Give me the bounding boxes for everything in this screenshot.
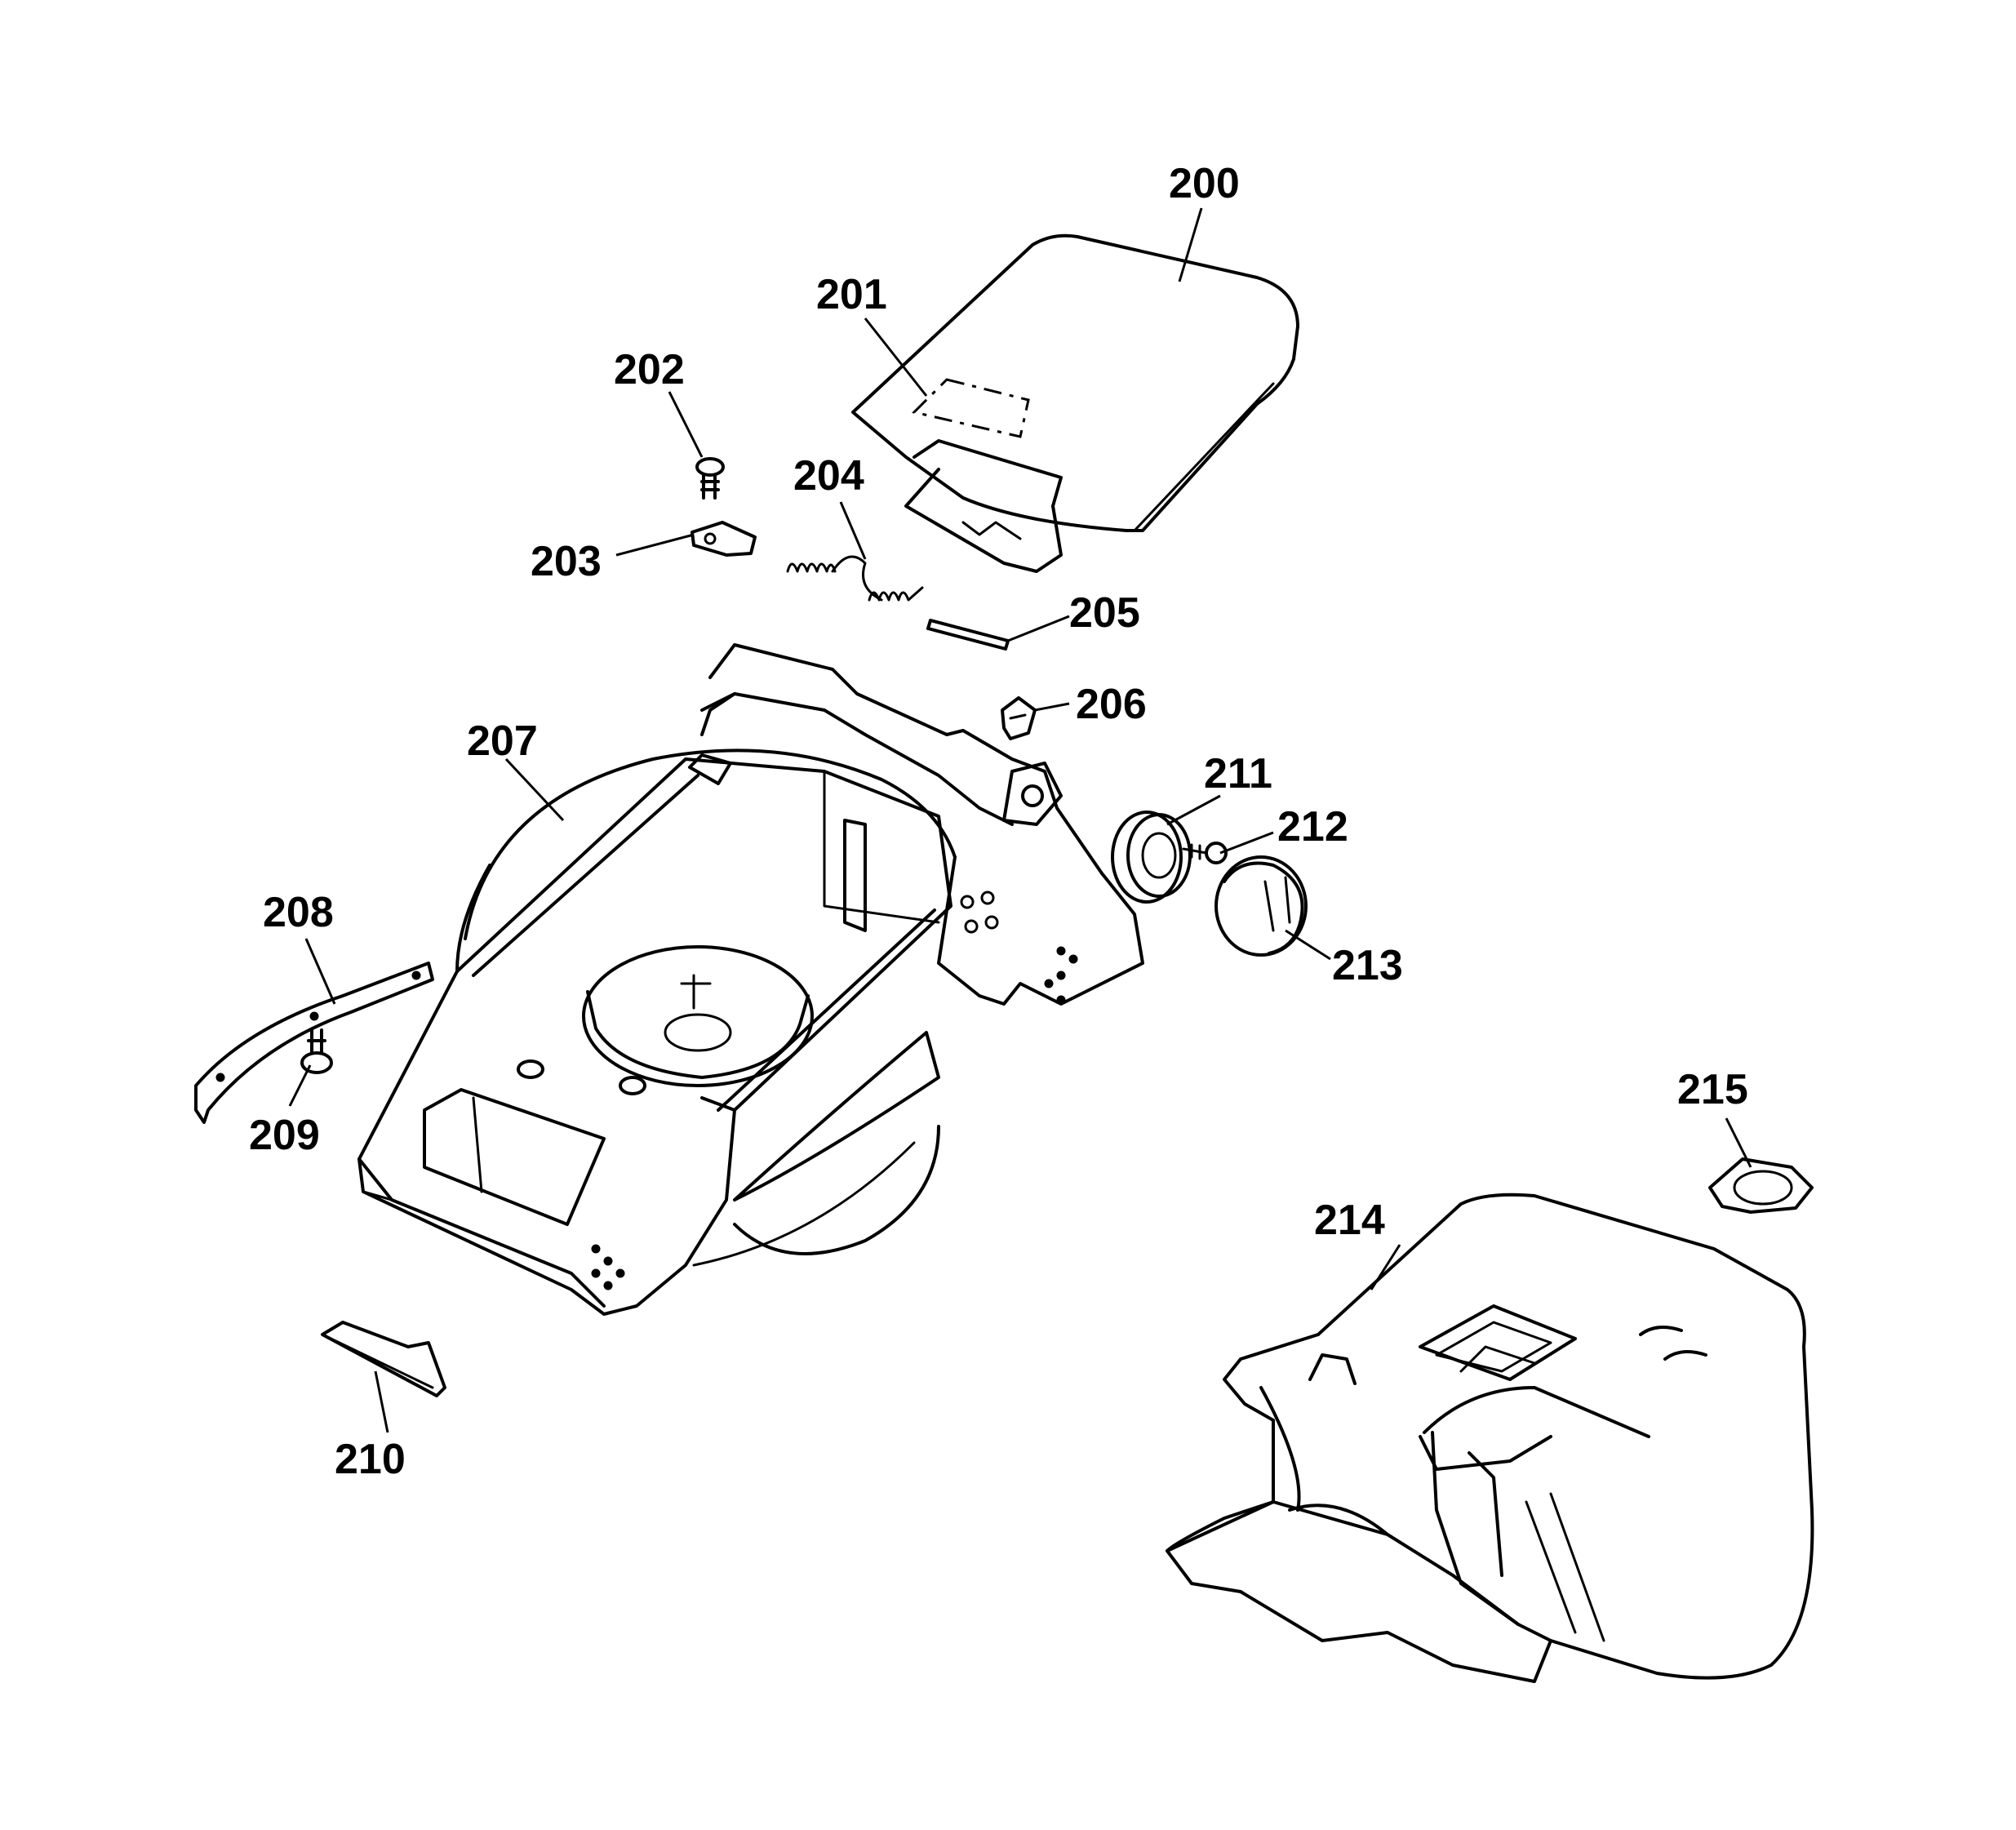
callout-200: 200	[1169, 160, 1240, 207]
part-208-bracket-strip	[194, 962, 434, 1124]
leader-204	[839, 501, 867, 560]
part-206-clip	[1001, 696, 1037, 740]
leader-205	[1007, 615, 1070, 642]
leader-201	[864, 318, 928, 397]
leader-210	[374, 1370, 389, 1433]
callout-204: 204	[793, 452, 864, 500]
leader-214	[1370, 1244, 1401, 1290]
callout-210: 210	[335, 1436, 406, 1483]
callout-207: 207	[467, 717, 538, 765]
callout-205: 205	[1069, 589, 1140, 637]
callout-213: 213	[1332, 942, 1403, 989]
part-200-cover-flap	[851, 233, 1299, 573]
leader-207	[504, 757, 565, 822]
callout-202: 202	[614, 346, 685, 393]
part-203-plate	[691, 521, 757, 557]
leader-206	[1034, 702, 1070, 712]
leader-208	[304, 938, 336, 1005]
part-214-grass-collector	[1166, 1193, 1814, 1683]
leader-213	[1285, 929, 1331, 961]
part-205-bar	[926, 619, 1010, 651]
callout-208: 208	[263, 889, 334, 936]
callout-214: 214	[1314, 1197, 1385, 1244]
callout-206: 206	[1076, 681, 1147, 728]
part-209-knob-screw	[300, 1028, 333, 1074]
part-204-spring	[786, 555, 924, 602]
leader-211	[1166, 794, 1221, 826]
callout-209: 209	[249, 1112, 320, 1159]
leader-209	[288, 1064, 312, 1107]
part-215-badge	[1708, 1157, 1814, 1214]
part-207-deck-housing	[357, 643, 1144, 1316]
callout-212: 212	[1277, 803, 1348, 851]
part-211-gear-wheel	[1111, 811, 1192, 904]
callout-201: 201	[816, 271, 887, 318]
leader-212	[1219, 831, 1274, 855]
part-213-cap	[1214, 855, 1308, 957]
callout-203: 203	[531, 538, 602, 585]
leader-200	[1178, 207, 1203, 282]
leader-203	[615, 533, 695, 557]
leader-215	[1725, 1117, 1752, 1168]
part-202-screw	[695, 457, 725, 500]
part-210-blade	[321, 1321, 446, 1397]
callout-215: 215	[1677, 1066, 1748, 1113]
leader-202	[668, 391, 704, 458]
part-212-screw	[1182, 842, 1228, 864]
callout-211: 211	[1204, 750, 1272, 797]
